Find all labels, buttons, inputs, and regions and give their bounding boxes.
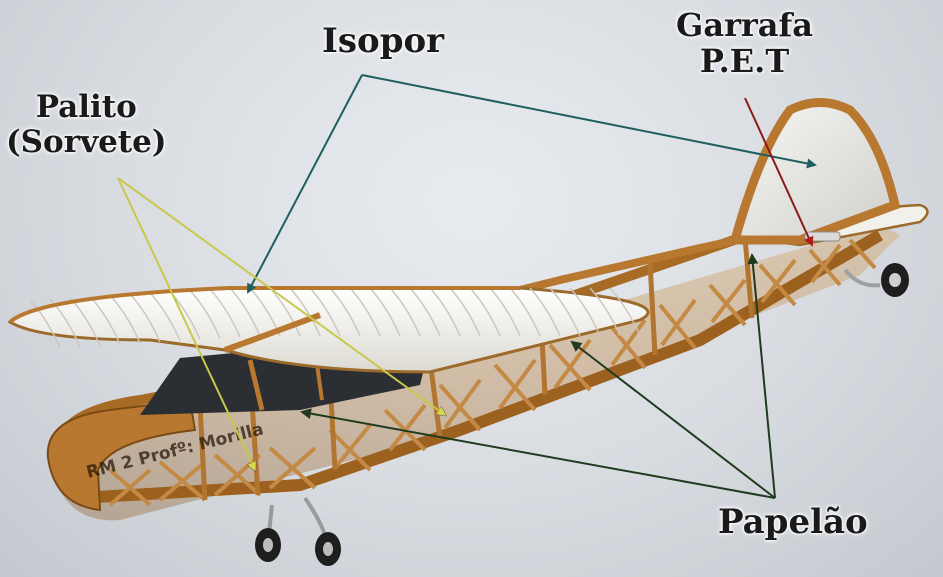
label-palito-line2: (Sorvete) — [6, 125, 167, 160]
label-palito-line1: Palito — [6, 90, 167, 125]
label-isopor-text: Isopor — [322, 21, 444, 61]
label-garrafa-line1: Garrafa — [676, 8, 813, 44]
label-papelao-text: Papelão — [718, 502, 868, 542]
label-garrafa: Garrafa P.E.T — [676, 8, 813, 80]
label-palito: Palito (Sorvete) — [6, 90, 167, 159]
label-isopor: Isopor — [322, 22, 444, 60]
label-garrafa-line2: P.E.T — [676, 44, 813, 80]
arrow-papelao-2 — [572, 342, 775, 498]
label-papelao: Papelão — [718, 503, 868, 541]
arrow-isopor-wing — [248, 75, 362, 292]
arrow-isopor-fin — [362, 75, 815, 165]
